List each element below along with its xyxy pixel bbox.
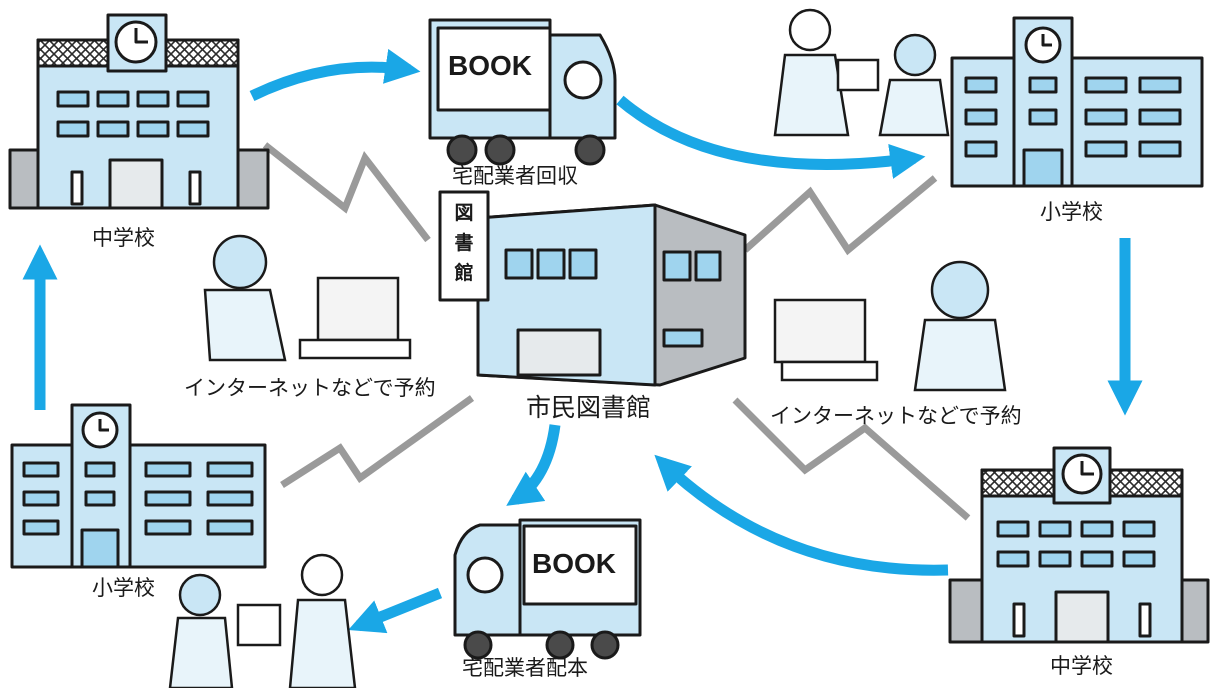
junior-high-school-topleft bbox=[8, 13, 270, 210]
handover-illustration-bottom bbox=[168, 553, 357, 688]
junior-high-school-bottomright bbox=[948, 446, 1210, 644]
network-line-topright bbox=[742, 175, 938, 256]
truck-label-delivery: BOOK bbox=[532, 548, 616, 579]
library-sign-char-1: 図 bbox=[454, 202, 474, 224]
truck-pickup bbox=[428, 18, 617, 166]
network-line-topleft bbox=[262, 142, 431, 243]
elementary-school-bottomleft bbox=[10, 403, 267, 569]
arrow-library-to-delivery bbox=[506, 424, 561, 506]
library-building bbox=[438, 190, 747, 387]
arrow-pickup-to-es bbox=[616, 95, 926, 179]
library-sign: 図 書 館 bbox=[446, 198, 482, 288]
arrow-jhs-to-library bbox=[654, 454, 949, 576]
label-elementary-bottomleft: 小学校 bbox=[92, 576, 155, 600]
library-sign-char-2: 書 bbox=[454, 232, 474, 254]
truck-delivery bbox=[453, 518, 642, 660]
label-pickup: 宅配業者回収 bbox=[452, 164, 578, 188]
elementary-school-topright bbox=[950, 16, 1204, 188]
person-computer-left bbox=[203, 234, 412, 362]
arrow-delivery-to-handover bbox=[348, 587, 443, 634]
label-elementary-topright: 小学校 bbox=[1040, 200, 1103, 224]
label-reserve-right: インターネットなどで予約 bbox=[770, 404, 1022, 428]
flow-arrows bbox=[22, 48, 1143, 634]
label-library: 市民図書館 bbox=[526, 393, 652, 422]
truck-label-pickup: BOOK bbox=[448, 50, 532, 81]
handover-illustration-top bbox=[773, 8, 950, 137]
label-junior-high-bottomright: 中学校 bbox=[1050, 654, 1113, 678]
person-computer-right bbox=[773, 260, 1007, 392]
network-lines bbox=[262, 142, 971, 521]
label-reserve-left: インターネットなどで予約 bbox=[184, 376, 436, 400]
library-sign-char-3: 館 bbox=[454, 262, 474, 284]
network-line-bottomleft bbox=[280, 395, 475, 488]
network-line-bottomright bbox=[732, 397, 971, 521]
label-delivery: 宅配業者配本 bbox=[462, 656, 588, 680]
arrow-jhs-to-pickup bbox=[249, 48, 421, 101]
label-junior-high-topleft: 中学校 bbox=[92, 226, 155, 250]
